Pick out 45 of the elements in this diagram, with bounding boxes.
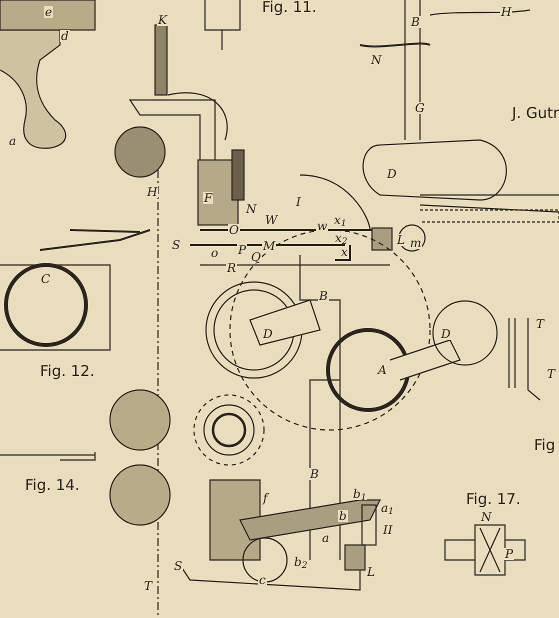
part-letter: S — [171, 239, 182, 251]
figure-caption: Fig. 17. — [466, 492, 521, 507]
figure-caption: Fig — [534, 438, 556, 453]
part-letter: b$_{1}$ — [352, 488, 368, 500]
figure-caption: Fig. 11. — [262, 0, 317, 15]
part-letter: C — [40, 273, 52, 285]
part-letter: L — [396, 234, 406, 246]
part-letter: H — [500, 6, 512, 18]
part-letter: H — [146, 186, 158, 198]
part-letter: B — [410, 16, 421, 28]
part-letter: T — [546, 368, 556, 380]
part-letter: P — [237, 244, 248, 256]
part-letter: R — [226, 262, 238, 274]
part-letter: F — [203, 192, 214, 204]
part-letter: S — [173, 560, 184, 572]
part-letter: T — [143, 580, 154, 592]
part-letter: P — [504, 548, 514, 560]
part-letter: x$_{2}$ — [334, 232, 349, 244]
part-letter: D — [262, 328, 274, 340]
part-letter: N — [480, 511, 492, 523]
part-letter: II — [382, 524, 394, 536]
figure-caption: J. Gutr — [512, 106, 559, 121]
part-letter: B — [318, 290, 329, 302]
part-letter: f — [262, 492, 268, 504]
part-letter: D — [386, 168, 398, 180]
part-letter: W — [264, 214, 278, 226]
part-letter: N — [370, 54, 382, 66]
part-letter: b — [338, 510, 348, 522]
part-letter: L — [366, 566, 376, 578]
part-letter: b$_{2}$ — [293, 556, 308, 568]
part-letter: G — [414, 102, 426, 114]
part-letter: I — [295, 196, 302, 208]
part-letter: B — [309, 468, 320, 480]
part-letter: O — [228, 224, 240, 236]
part-letter: T — [535, 318, 546, 330]
part-letter: A — [377, 364, 388, 376]
figure-caption: Fig. 12. — [40, 364, 95, 379]
part-letter: M — [262, 240, 276, 252]
part-letter: e — [44, 6, 54, 18]
figure-caption: Fig. 14. — [25, 478, 80, 493]
part-letter: K — [157, 14, 168, 26]
part-letter: D — [440, 328, 452, 340]
part-letter: Q — [250, 251, 262, 263]
part-letter: N — [245, 203, 258, 215]
part-letter: d — [60, 30, 70, 42]
